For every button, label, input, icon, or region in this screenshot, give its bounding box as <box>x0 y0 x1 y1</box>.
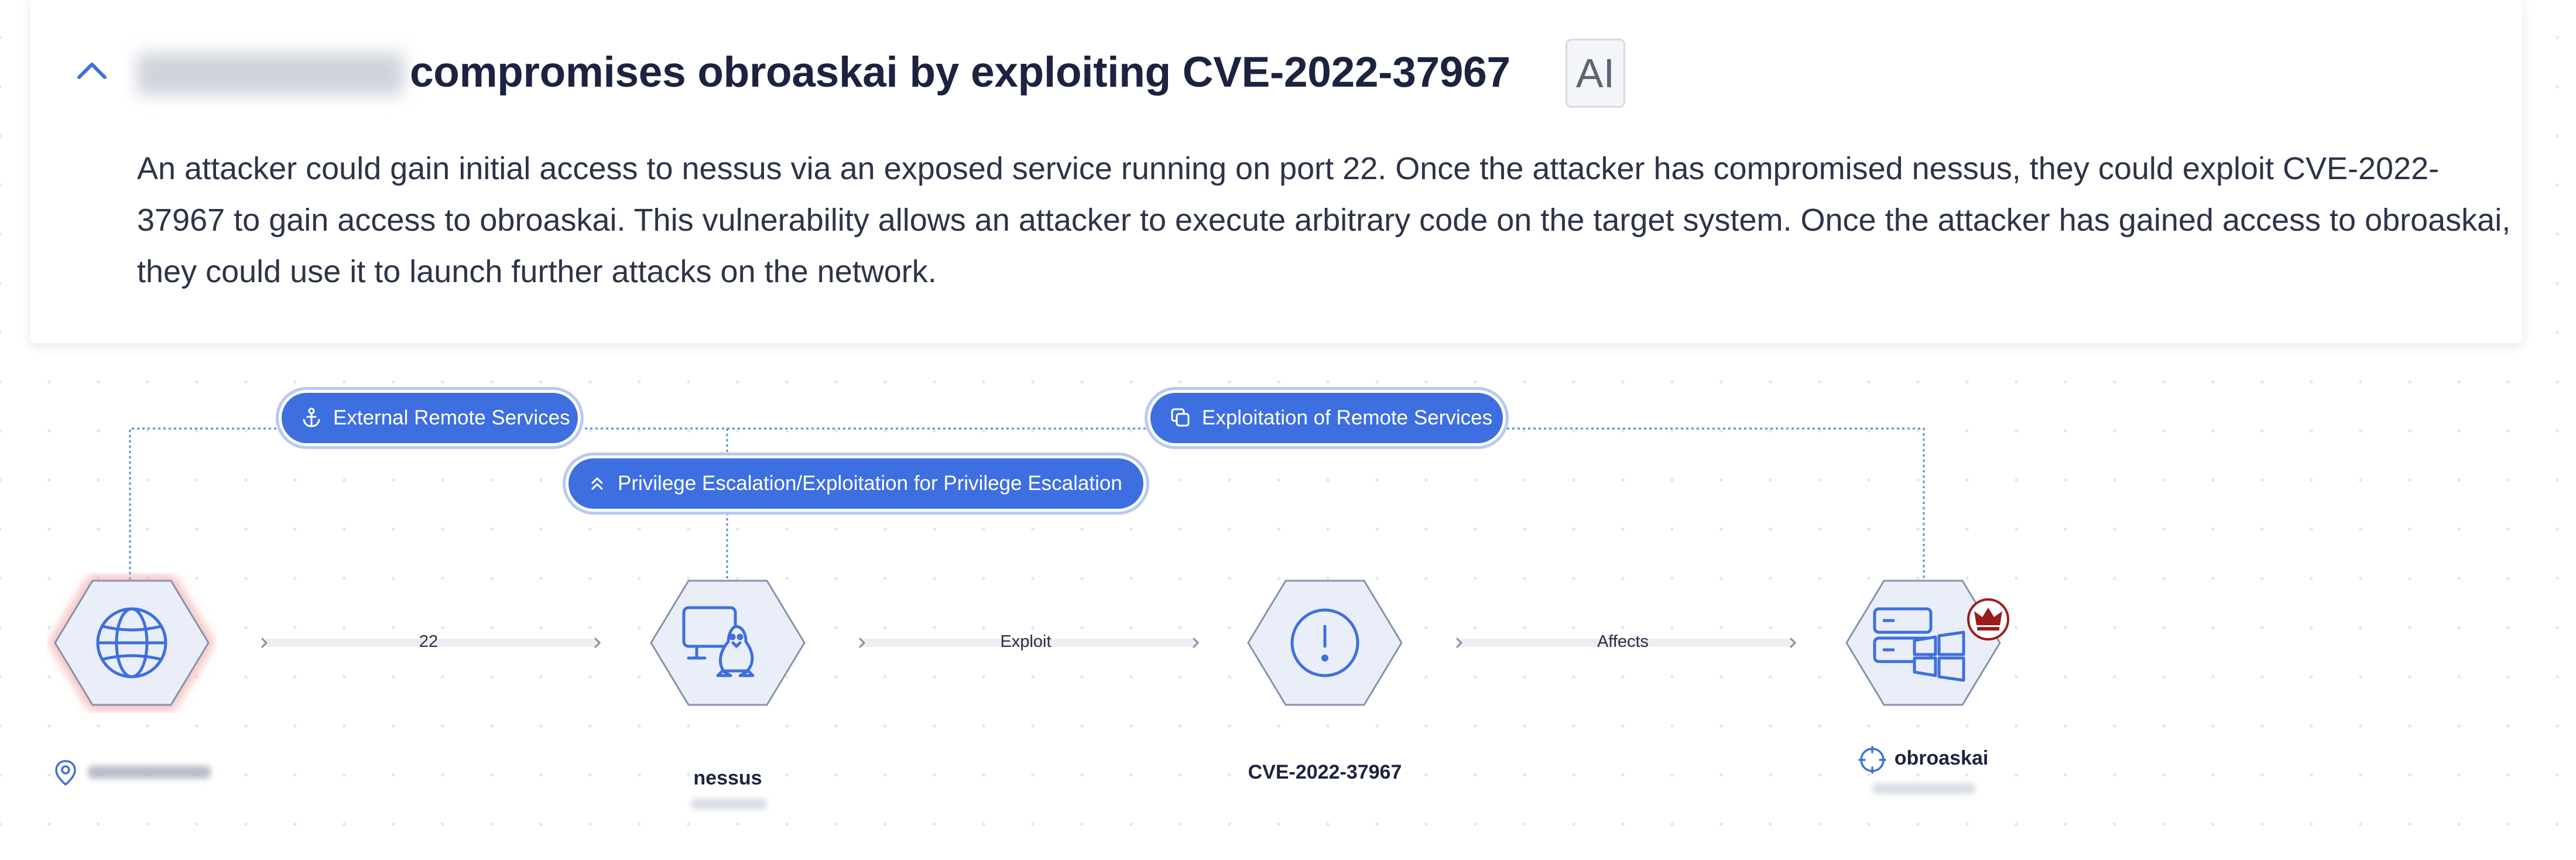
technique-label: Exploitation of Remote Services <box>1202 406 1493 429</box>
node-nessus[interactable] <box>643 573 813 713</box>
node-label-obroaskai: obroaskai <box>1894 747 1989 769</box>
finding-title: compromises obroaskai by exploiting CVE-… <box>410 49 1510 96</box>
finding-description: An attacker could gain initial access to… <box>137 151 2511 289</box>
node-label-cve: CVE-2022-37967 <box>1248 761 1402 783</box>
alert-circle-icon <box>1290 608 1359 677</box>
edge-cve-obroaskai <box>1455 637 1797 649</box>
node-label-nessus: nessus <box>693 767 762 789</box>
redacted-ip-label <box>88 766 211 779</box>
edge-label-exploit: Exploit <box>1000 632 1051 651</box>
anchor-icon <box>303 407 320 427</box>
technique-label: Privilege Escalation/Exploitation for Pr… <box>618 472 1122 495</box>
redacted-ip-label <box>1872 783 1975 794</box>
redacted-source-ip <box>137 53 404 95</box>
collapse-button[interactable] <box>74 59 109 82</box>
technique-label: External Remote Services <box>333 406 570 429</box>
node-internet[interactable] <box>47 573 217 713</box>
finding-card <box>30 0 2522 343</box>
crown-icon <box>1967 598 2009 640</box>
edge-label-port: 22 <box>419 632 439 651</box>
edge-nessus-cve <box>858 637 1200 649</box>
chevron-up-icon <box>77 63 107 79</box>
node-cve[interactable] <box>1240 573 1410 713</box>
double-chevron-up-icon <box>591 477 603 490</box>
windows-server-icon <box>1873 607 1965 682</box>
linux-host-icon <box>682 606 755 677</box>
node-obroaskai[interactable] <box>1838 573 2014 713</box>
ai-badge: AI <box>1566 39 1625 108</box>
crosshair-target-icon <box>1858 746 1886 774</box>
copy-icon <box>1171 408 1190 427</box>
location-pin-icon <box>55 760 76 786</box>
edge-internet-nessus <box>261 637 601 649</box>
technique-privilege-escalation[interactable]: Privilege Escalation/Exploitation for Pr… <box>566 455 1146 512</box>
redacted-ip-label <box>691 799 767 809</box>
technique-external-remote-services[interactable]: External Remote Services <box>279 390 581 446</box>
technique-exploitation-remote-services[interactable]: Exploitation of Remote Services <box>1147 390 1506 446</box>
globe-icon <box>96 607 167 679</box>
edge-label-affects: Affects <box>1597 632 1649 651</box>
